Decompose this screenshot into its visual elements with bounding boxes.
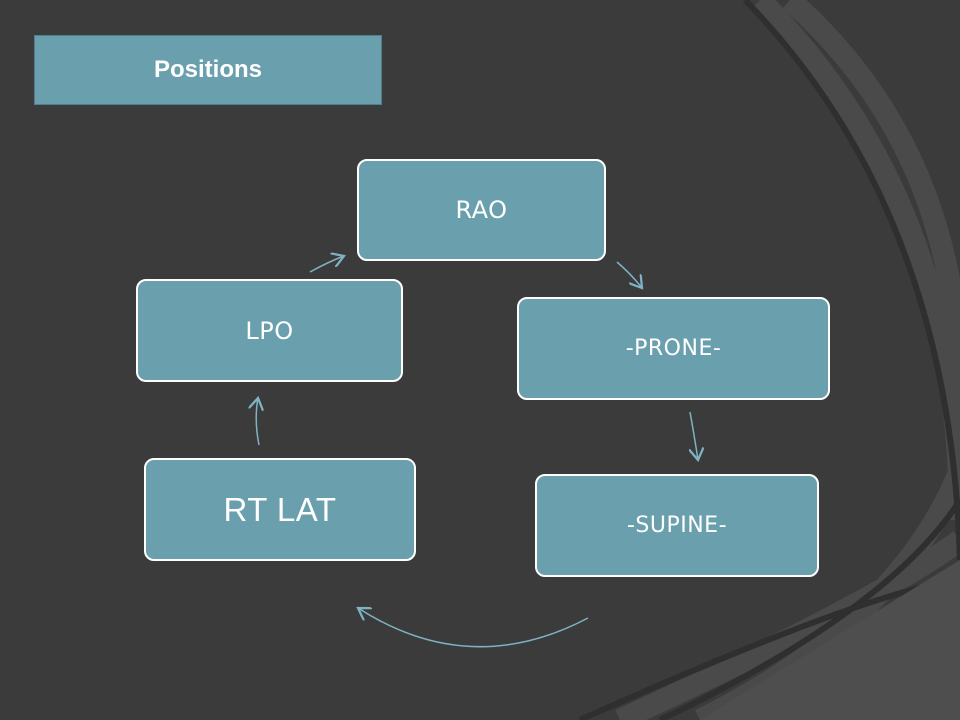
- node-prone: -PRONE-: [517, 297, 830, 400]
- node-supine: -SUPINE-: [535, 474, 819, 577]
- node-rao: RAO: [357, 159, 606, 261]
- node-rt-lat: RT LAT: [144, 458, 416, 561]
- title-box: Positions: [34, 35, 382, 105]
- node-lpo: LPO: [136, 279, 403, 382]
